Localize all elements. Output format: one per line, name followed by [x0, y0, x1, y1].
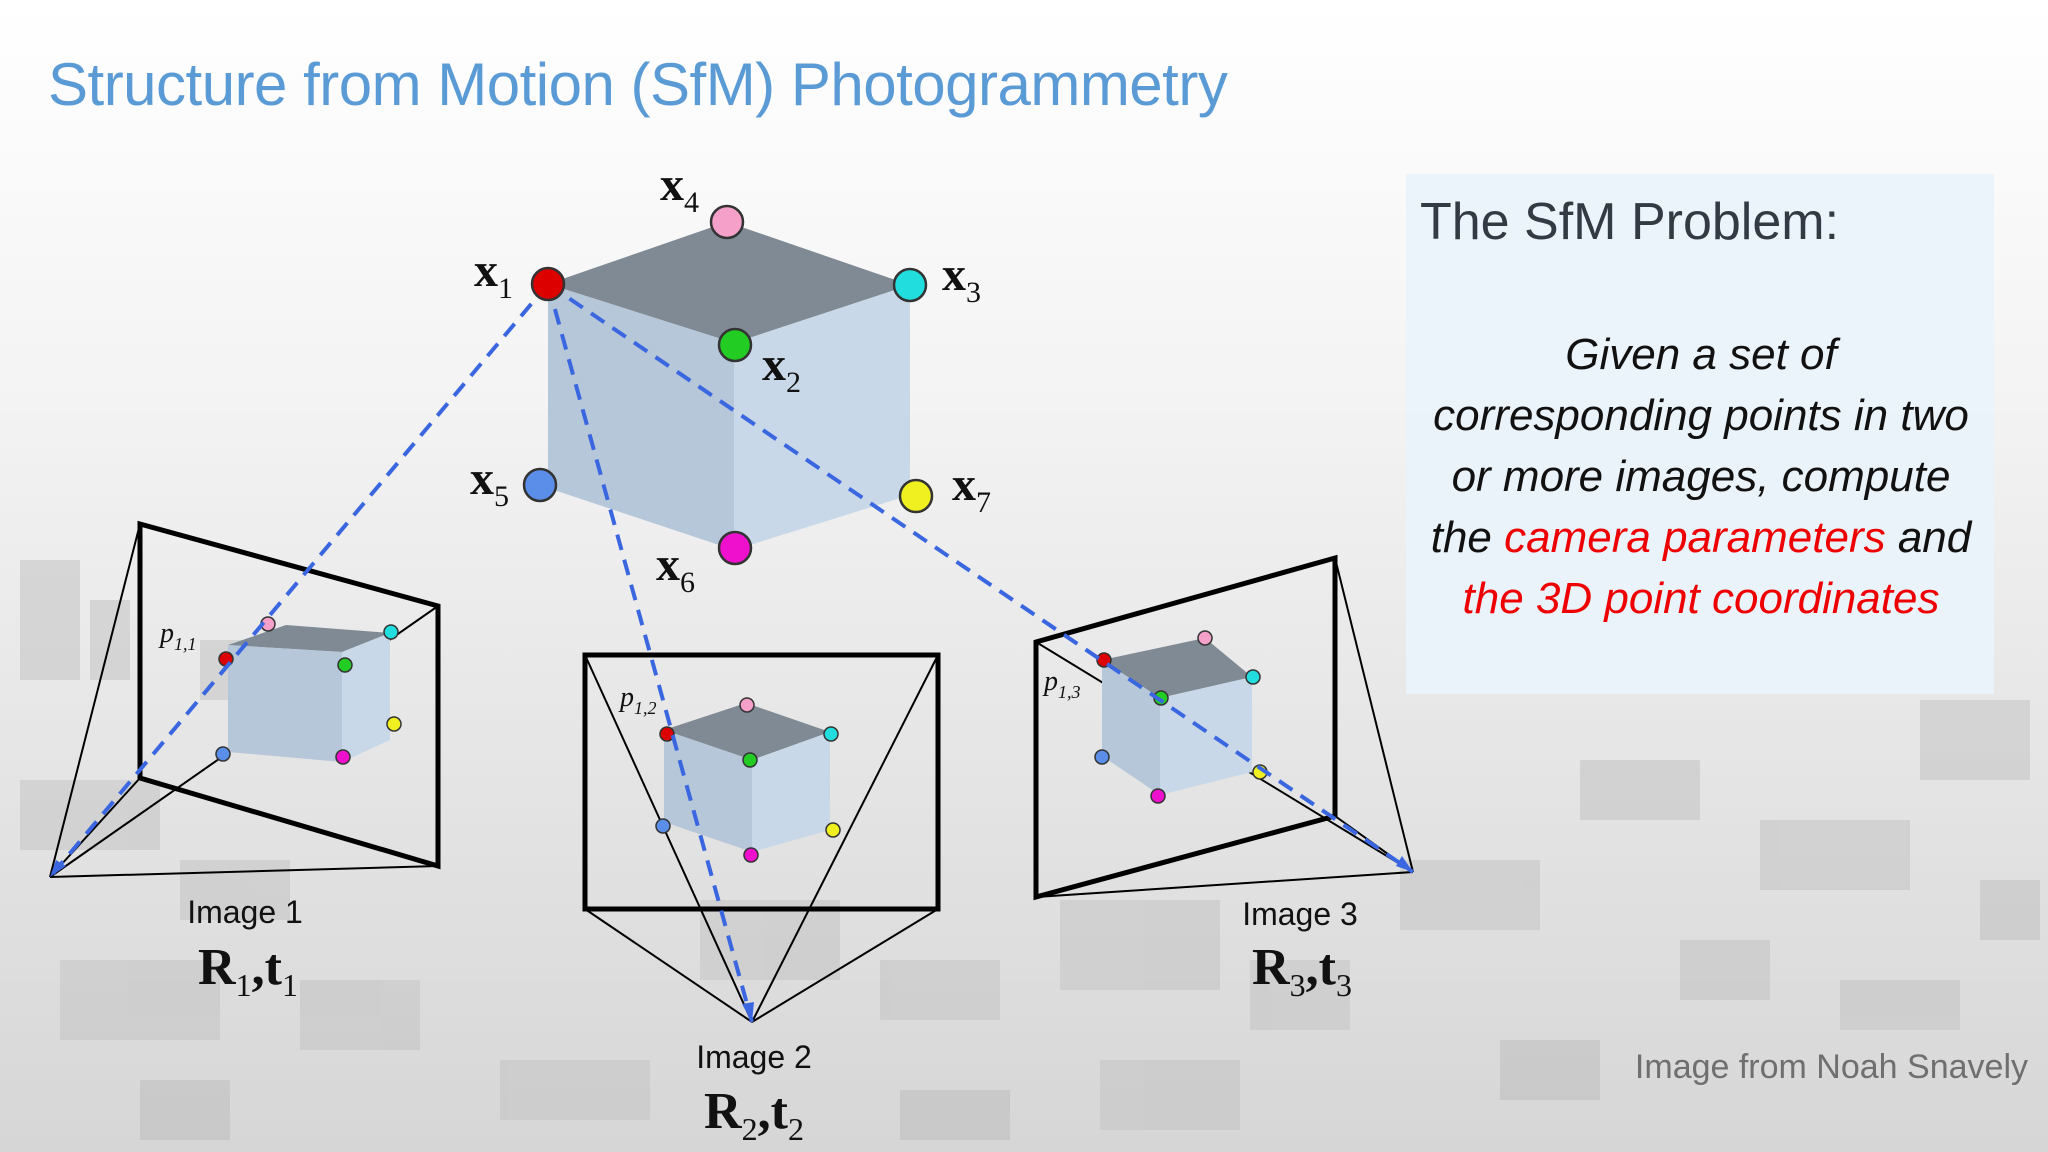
panel-body-text: Given a set of corresponding points in t…: [1430, 330, 1969, 562]
sfm-problem-panel: The SfM Problem: Given a set of correspo…: [1406, 174, 1994, 694]
point-x2: [717, 327, 753, 363]
image-1-point-label: p1,1: [158, 618, 197, 654]
point-x4: [709, 204, 745, 240]
label-x7: x7: [952, 458, 991, 519]
camera-3: p1,3 Image 3 R3,t3: [1033, 554, 1414, 1003]
image-3-pose: R3,t3: [1252, 939, 1352, 1003]
cube-front-face: [548, 284, 734, 550]
world-points: [522, 204, 934, 566]
image-3-caption: Image 3: [1242, 896, 1358, 932]
cube-top-face: [548, 222, 910, 343]
cube-side-face: [734, 285, 910, 550]
label-x3: x3: [942, 248, 981, 309]
label-x4: x4: [660, 158, 699, 219]
image-2-pose: R2,t2: [704, 1083, 804, 1147]
image-2-caption: Image 2: [696, 1039, 812, 1075]
camera-2: p1,2 Image 2 R2,t2: [582, 652, 941, 1147]
label-x2: x2: [762, 338, 801, 399]
cube-3d: [548, 222, 910, 550]
highlight-3d-point-coordinates: the 3D point coordinates: [1462, 574, 1940, 623]
image-1-caption: Image 1: [187, 894, 303, 930]
ray-to-camera-2: [546, 283, 754, 1023]
point-x3: [892, 267, 928, 303]
page-title: Structure from Motion (SfM) Photogrammet…: [48, 51, 1228, 118]
label-x6: x6: [656, 538, 695, 599]
point-x7: [898, 478, 934, 514]
image-2-plane: [582, 652, 941, 912]
projection-rays: [48, 282, 1415, 1023]
camera-1: p1,1 Image 1 R1,t1: [49, 520, 441, 1003]
panel-heading: The SfM Problem:: [1420, 193, 1840, 251]
label-x5: x5: [470, 452, 509, 513]
panel-body: Given a set of corresponding points in t…: [1426, 324, 1976, 629]
point-x6: [717, 530, 753, 566]
image-credit: Image from Noah Snavely: [1634, 1048, 2028, 1086]
point-labels: x1 x2 x3 x4 x5 x6 x7: [470, 158, 991, 599]
ray-to-camera-3: [546, 282, 1415, 874]
image-1-pose: R1,t1: [198, 939, 298, 1003]
panel-body-connector: and: [1885, 513, 1972, 562]
highlight-camera-parameters: camera parameters: [1504, 513, 1886, 562]
point-x1: [530, 266, 566, 302]
label-x1: x1: [474, 244, 513, 305]
image-3-point-label: p1,3: [1042, 666, 1081, 702]
point-x5: [522, 467, 558, 503]
image-2-point-label: p1,2: [618, 682, 657, 718]
